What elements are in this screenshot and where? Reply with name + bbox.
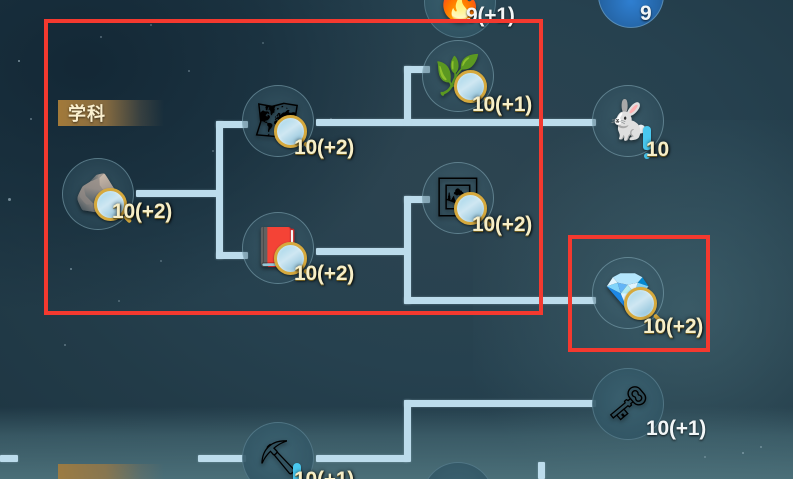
connector-spine-tier3: [404, 400, 411, 462]
connector-to-map: [216, 121, 248, 128]
star-particle: [760, 446, 762, 448]
star-particle: [742, 452, 744, 454]
skill-node-plant[interactable]: 🌿: [422, 40, 494, 112]
skill-node-rock[interactable]: 🪨: [62, 158, 134, 230]
shovel-icon: ⛏: [256, 439, 300, 477]
key-chest-icon: 🗝: [606, 385, 650, 423]
star-particle: [212, 150, 214, 152]
skill-node-key-chest[interactable]: 🗝: [592, 368, 664, 440]
partial-node-top-blue[interactable]: [598, 0, 664, 28]
star-particle: [150, 24, 152, 26]
connector-to-book: [216, 252, 248, 259]
star-particle: [18, 60, 20, 62]
connector-lower-run: [404, 297, 596, 304]
background-dark-wash: [0, 0, 470, 330]
star-particle: [188, 70, 190, 72]
magnifier-icon: [454, 70, 487, 103]
star-particle: [64, 344, 66, 346]
skill-node-painting-value: 10(+2): [472, 213, 533, 236]
star-particle: [704, 456, 706, 458]
category-label-bottom: [58, 464, 164, 479]
skill-node-book-value: 10(+2): [294, 262, 355, 285]
magnifier-icon: [274, 115, 307, 148]
skill-node-rabbit[interactable]: 🐇: [592, 85, 664, 159]
connector-to-plant: [404, 66, 430, 73]
connector-shovel-in: [198, 455, 246, 462]
skill-node-map-value: 10(+2): [294, 136, 355, 159]
skill-node-painting[interactable]: 🖼: [422, 162, 494, 234]
connector-spine-tier1: [216, 121, 223, 259]
partial-node-top-value: 9(+1): [466, 4, 515, 27]
magnifier-icon: [274, 242, 307, 275]
skill-node-shovel[interactable]: ⛏: [242, 422, 314, 479]
magnifier-icon: [94, 188, 127, 221]
star-particle: [8, 198, 11, 201]
star-particle: [70, 268, 72, 270]
exclamation-icon: [293, 463, 301, 479]
skill-node-book[interactable]: 📕: [242, 212, 314, 284]
connector-map-out: [316, 119, 596, 126]
skill-node-map[interactable]: 🗺: [242, 85, 314, 157]
skill-node-shovel-value: 10(+1): [294, 468, 354, 479]
connector-spine-plant: [404, 66, 411, 124]
magnifier-icon: [454, 192, 487, 225]
skill-node-rock-value: 10(+2): [112, 200, 173, 223]
star-particle: [30, 118, 32, 120]
connector-to-chest: [404, 400, 596, 407]
skill-node-key-chest-value: 10(+1): [646, 417, 707, 440]
star-particle: [160, 260, 162, 262]
skill-node-diamond[interactable]: 💎: [592, 257, 664, 329]
category-label-subject: 学科: [58, 100, 164, 126]
skill-node-diamond-value: 10(+2): [643, 315, 704, 338]
connector-bottom-stub: [538, 462, 545, 479]
flame-icon: 🔥: [436, 0, 484, 23]
connector-to-painting: [404, 196, 430, 203]
connector-shovel-out: [316, 455, 408, 462]
partial-node-bottom[interactable]: ⚙: [422, 462, 494, 479]
skill-node-rabbit-value: 10: [646, 138, 669, 161]
star-particle: [262, 42, 264, 44]
star-particle: [100, 36, 102, 38]
star-particle: [118, 300, 120, 302]
skill-node-plant-value: 10(+1): [472, 93, 533, 116]
connector-rock-out: [136, 190, 220, 197]
connector-book-out: [316, 248, 408, 255]
connector-left-stub: [0, 455, 18, 462]
category-label-text: 学科: [68, 104, 106, 124]
exclamation-icon: [643, 126, 651, 159]
connector-spine-tier2: [404, 196, 411, 304]
magnifier-icon: [624, 287, 657, 320]
partial-node-top-blue-value: 9: [640, 2, 652, 25]
